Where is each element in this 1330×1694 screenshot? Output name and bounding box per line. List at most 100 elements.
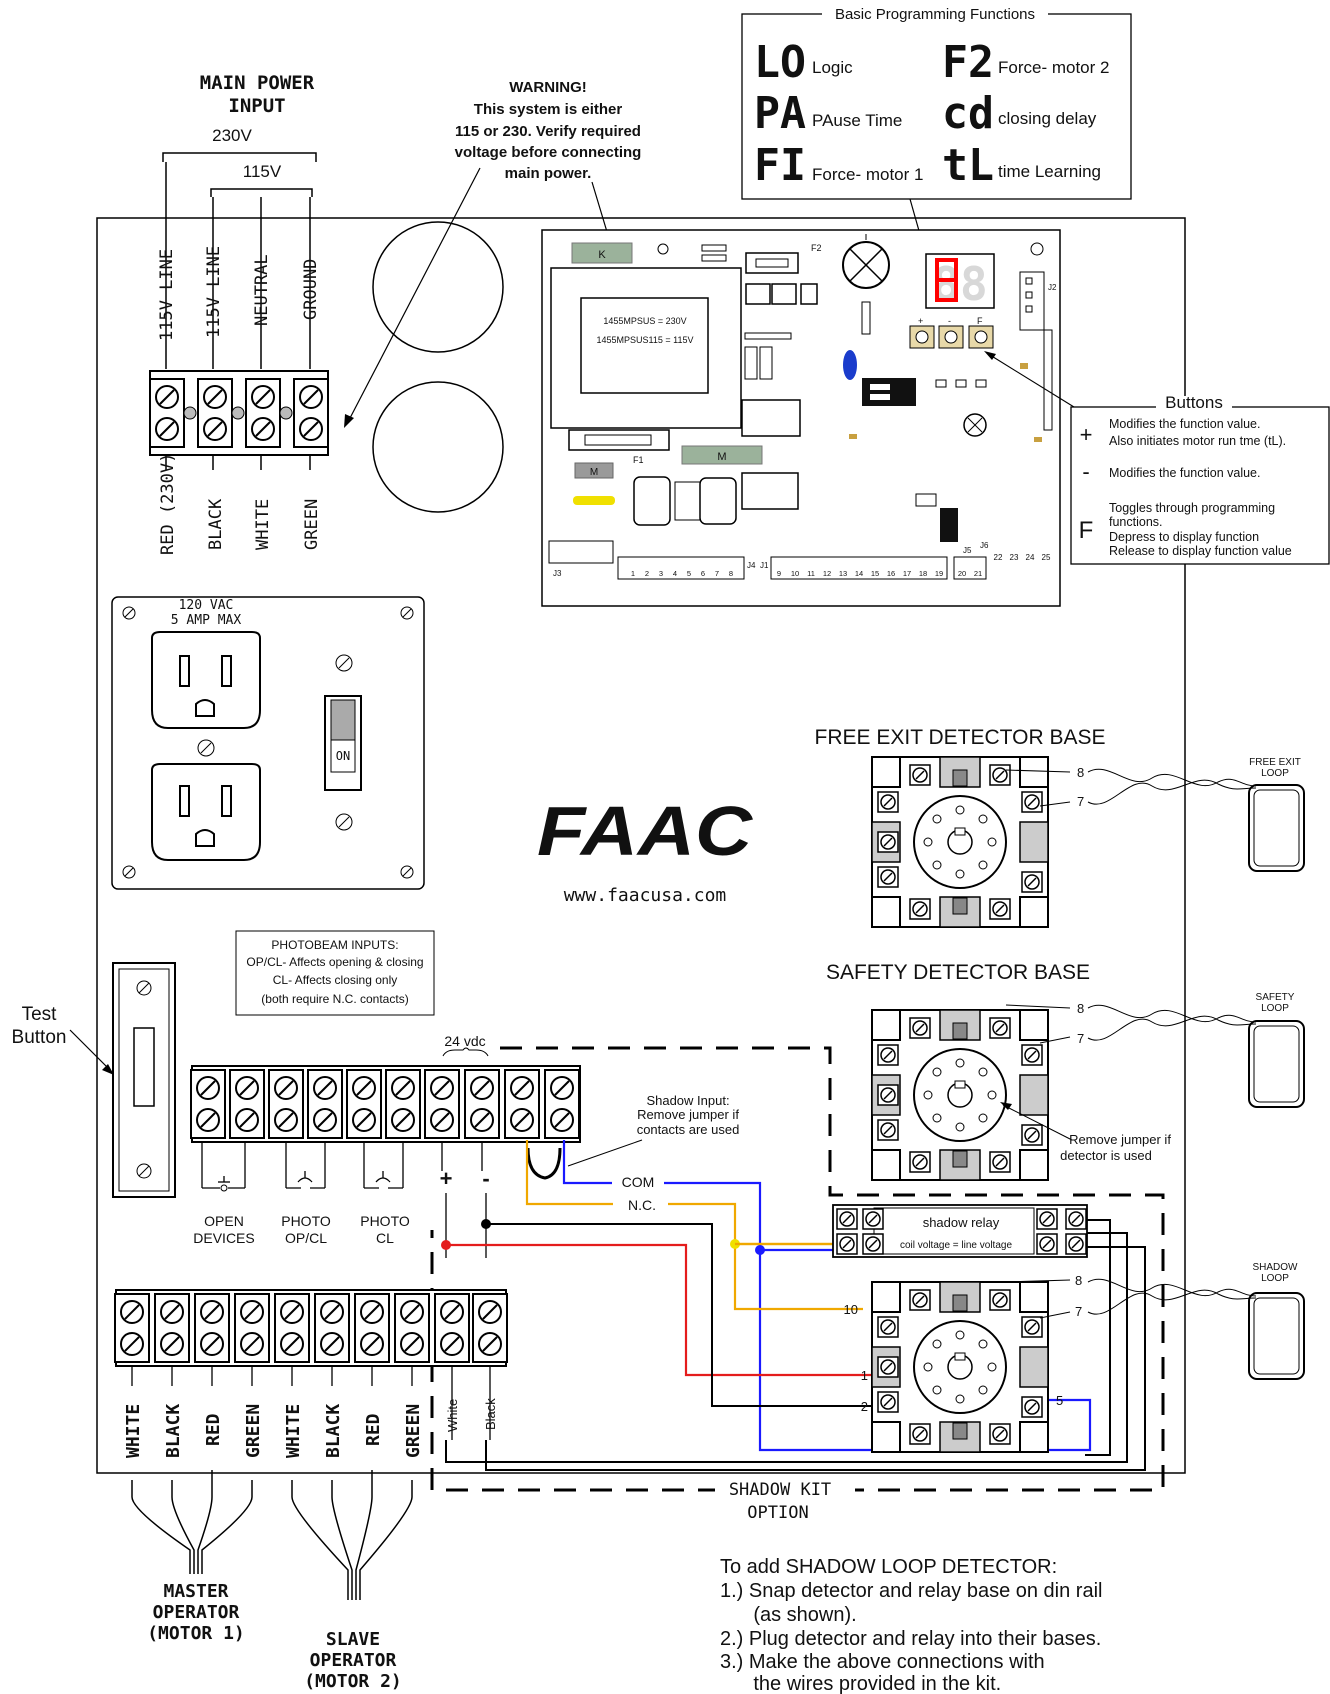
power-top-label-1: 115V LINE xyxy=(157,249,177,341)
transformer-line-2: 1455MPSUS115 = 115V xyxy=(597,335,694,345)
minus-terminal-label: - xyxy=(482,1166,489,1191)
label-force-motor-1: Force- motor 1 xyxy=(812,165,923,184)
shadow-input-line-1: Shadow Input: xyxy=(646,1093,729,1108)
code-lo: LO xyxy=(754,37,806,88)
relay-k-label: K xyxy=(598,249,606,261)
transformer-line-1: 1455MPSUS = 230V xyxy=(603,316,686,326)
free-exit-detector: FREE EXIT DETECTOR BASE 8 7 xyxy=(815,726,1257,927)
j4-num-2: 2 xyxy=(645,569,649,578)
connector-j3-label: J3 xyxy=(553,569,562,578)
j1-num-14: 14 xyxy=(855,569,863,578)
j6-num-25: 25 xyxy=(1042,553,1051,562)
shadow-input-line-3: contacts are used xyxy=(637,1122,740,1137)
legend-plus-line-1: Modifies the function value. xyxy=(1109,417,1260,431)
motor-wire-label-6: BLACK xyxy=(323,1404,344,1458)
board-j6-strip: J6 22 23 24 25 xyxy=(980,541,1051,562)
faac-logo: FAAC www.faacusa.com xyxy=(537,792,754,906)
shadow-pin-1: 1 xyxy=(861,1368,868,1383)
legend-f-line-2: functions. xyxy=(1109,515,1163,529)
relay-m-label-1: M xyxy=(717,451,726,463)
code-f2: F2 xyxy=(942,37,994,88)
brand-logo: FAAC xyxy=(537,792,754,870)
photobeam-note: PHOTOBEAM INPUTS: OP/CL- Affects opening… xyxy=(235,930,435,1016)
j1-num-13: 13 xyxy=(839,569,847,578)
shadow-kit-label-1: SHADOW KIT xyxy=(729,1480,831,1500)
j4-num-4: 4 xyxy=(673,569,677,578)
safety-pin-8: 8 xyxy=(1077,1001,1084,1016)
safety-loop-line-2: LOOP xyxy=(1261,1003,1289,1014)
shadow-pin-7: 7 xyxy=(1075,1304,1082,1319)
j6-num-23: 23 xyxy=(1010,553,1019,562)
board-minus-mark: - xyxy=(948,316,951,326)
j1-num-12: 12 xyxy=(823,569,831,578)
buttons-legend-title: Buttons xyxy=(1165,393,1223,412)
main-power-section: MAIN POWER INPUT 230V 115V 115V LINE 115… xyxy=(149,72,329,555)
voltage-115-label: 115V xyxy=(243,162,282,181)
brand-url: www.faacusa.com xyxy=(564,885,727,906)
shadow-pin-8: 8 xyxy=(1075,1273,1082,1288)
shadow-pin-5: 5 xyxy=(1056,1393,1063,1408)
remove-jumper-line-2: detector is used xyxy=(1060,1148,1152,1163)
test-button-label-2: Button xyxy=(12,1027,67,1048)
main-power-title: MAIN POWER xyxy=(200,72,315,94)
nc-label: N.C. xyxy=(628,1197,656,1213)
photobeam-line-4: (both require N.C. contacts) xyxy=(261,992,408,1006)
j1-num-16: 16 xyxy=(887,569,895,578)
open-devices-label-1: OPEN xyxy=(204,1213,244,1229)
motor-wire-label-3: RED xyxy=(203,1413,224,1446)
connector-j1-label: J1 xyxy=(760,561,769,570)
bracket-230 xyxy=(162,152,317,162)
legend-f-line-3: Depress to display function xyxy=(1109,530,1259,544)
buttons-legend: Buttons + Modifies the function value. A… xyxy=(984,351,1330,565)
instruction-line-2: 1.) Snap detector and relay base on din … xyxy=(720,1580,1102,1602)
j4-num-8: 8 xyxy=(729,569,733,578)
wire-yellow-nc xyxy=(525,1140,862,1246)
motor-wire-label-5: WHITE xyxy=(283,1404,304,1458)
power-bottom-label-4: GREEN xyxy=(302,499,322,550)
free-exit-pin-7: 7 xyxy=(1077,794,1084,809)
safety-loop: SAFETY LOOP xyxy=(1248,992,1305,1108)
photo-cl-label-2: CL xyxy=(376,1230,394,1246)
shadow-loop-line-1: SHADOW xyxy=(1253,1262,1299,1273)
shadow-relay-title: shadow relay xyxy=(923,1215,1000,1230)
legend-minus-line-1: Modifies the function value. xyxy=(1109,466,1260,480)
label-pause-time: PAuse Time xyxy=(812,111,902,130)
free-exit-loop: FREE EXIT LOOP xyxy=(1248,757,1305,872)
shadow-loop-line-2: LOOP xyxy=(1261,1273,1289,1284)
display-digits: 88 xyxy=(932,257,987,311)
shadow-detector: 8 7 10 1 2 5 xyxy=(844,1273,1257,1452)
j5-num-20: 20 xyxy=(958,569,966,578)
safety-pin-7: 7 xyxy=(1077,1031,1084,1046)
outlet-rating-line-2: 5 AMP MAX xyxy=(171,613,242,628)
shadow-relay: shadow relay coil voltage = line voltage xyxy=(832,1204,1088,1258)
photo-opcl-label-1: PHOTO xyxy=(281,1213,331,1229)
label-force-motor-2: Force- motor 2 xyxy=(998,58,1109,77)
safety-title: SAFETY DETECTOR BASE xyxy=(826,961,1090,984)
j4-num-7: 7 xyxy=(715,569,719,578)
power-bottom-label-1: RED (230V) xyxy=(158,453,178,555)
bracket-115 xyxy=(210,188,313,197)
j5-num-21: 21 xyxy=(974,569,982,578)
j4-num-1: 1 xyxy=(631,569,635,578)
j4-num-3: 3 xyxy=(659,569,663,578)
power-top-label-3: NEUTRAL xyxy=(252,254,272,326)
wire-blue-com xyxy=(562,1140,862,1452)
instruction-line-5: 3.) Make the above connections with xyxy=(720,1651,1045,1673)
relay-m-label-2: M xyxy=(590,467,598,478)
photobeam-line-3: CL- Affects closing only xyxy=(273,973,398,987)
shadow-pin-2: 2 xyxy=(861,1399,868,1414)
motor-wire-label-7: RED xyxy=(363,1413,384,1446)
legend-plus-symbol: + xyxy=(1080,422,1093,447)
shadow-input-jumper xyxy=(526,1147,562,1180)
warning-line-5: main power. xyxy=(505,165,592,182)
warning-line-4: voltage before connecting xyxy=(455,144,642,161)
shadow-input-line-2: Remove jumper if xyxy=(637,1107,739,1122)
connector-j6-label: J6 xyxy=(980,541,989,550)
warning-line-1: WARNING! xyxy=(509,79,587,96)
j1-num-11: 11 xyxy=(807,569,815,578)
open-devices-label-2: DEVICES xyxy=(193,1230,254,1246)
code-fi: FI xyxy=(754,140,806,191)
slave-operator-line-3: (MOTOR 2) xyxy=(304,1671,402,1692)
motor-wire-label-4: GREEN xyxy=(243,1404,264,1458)
board-j4-strip: J4 1 2 3 4 5 6 7 8 xyxy=(617,556,756,580)
